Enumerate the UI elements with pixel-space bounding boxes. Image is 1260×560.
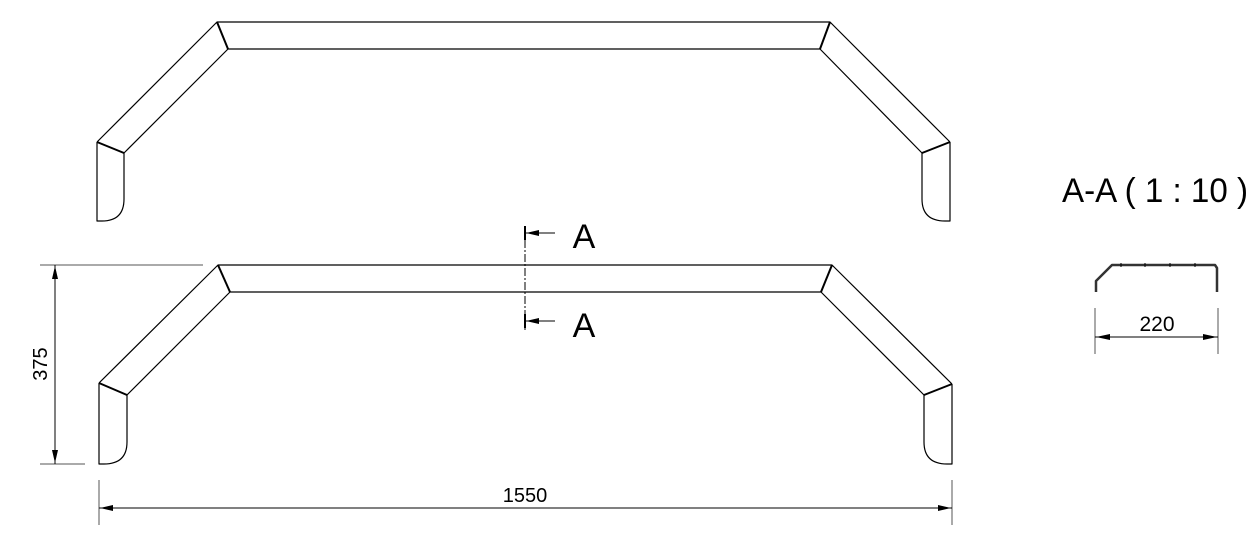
section-width-label: 220	[1139, 313, 1174, 336]
height-dimension: 375	[30, 264, 203, 465]
top-view-part	[96, 21, 951, 222]
section-view-title: A-A ( 1 : 10 )	[1062, 172, 1248, 210]
section-label-lower: A	[573, 307, 596, 345]
section-view: A-A ( 1 : 10 ) 220	[1062, 172, 1248, 354]
height-dimension-label: 375	[30, 347, 52, 380]
section-cut-marker: A A	[524, 218, 596, 345]
front-view-part	[98, 264, 953, 465]
section-label-upper: A	[573, 218, 596, 256]
width-dimension: 1550	[98, 480, 953, 525]
width-dimension-label: 1550	[503, 485, 548, 507]
